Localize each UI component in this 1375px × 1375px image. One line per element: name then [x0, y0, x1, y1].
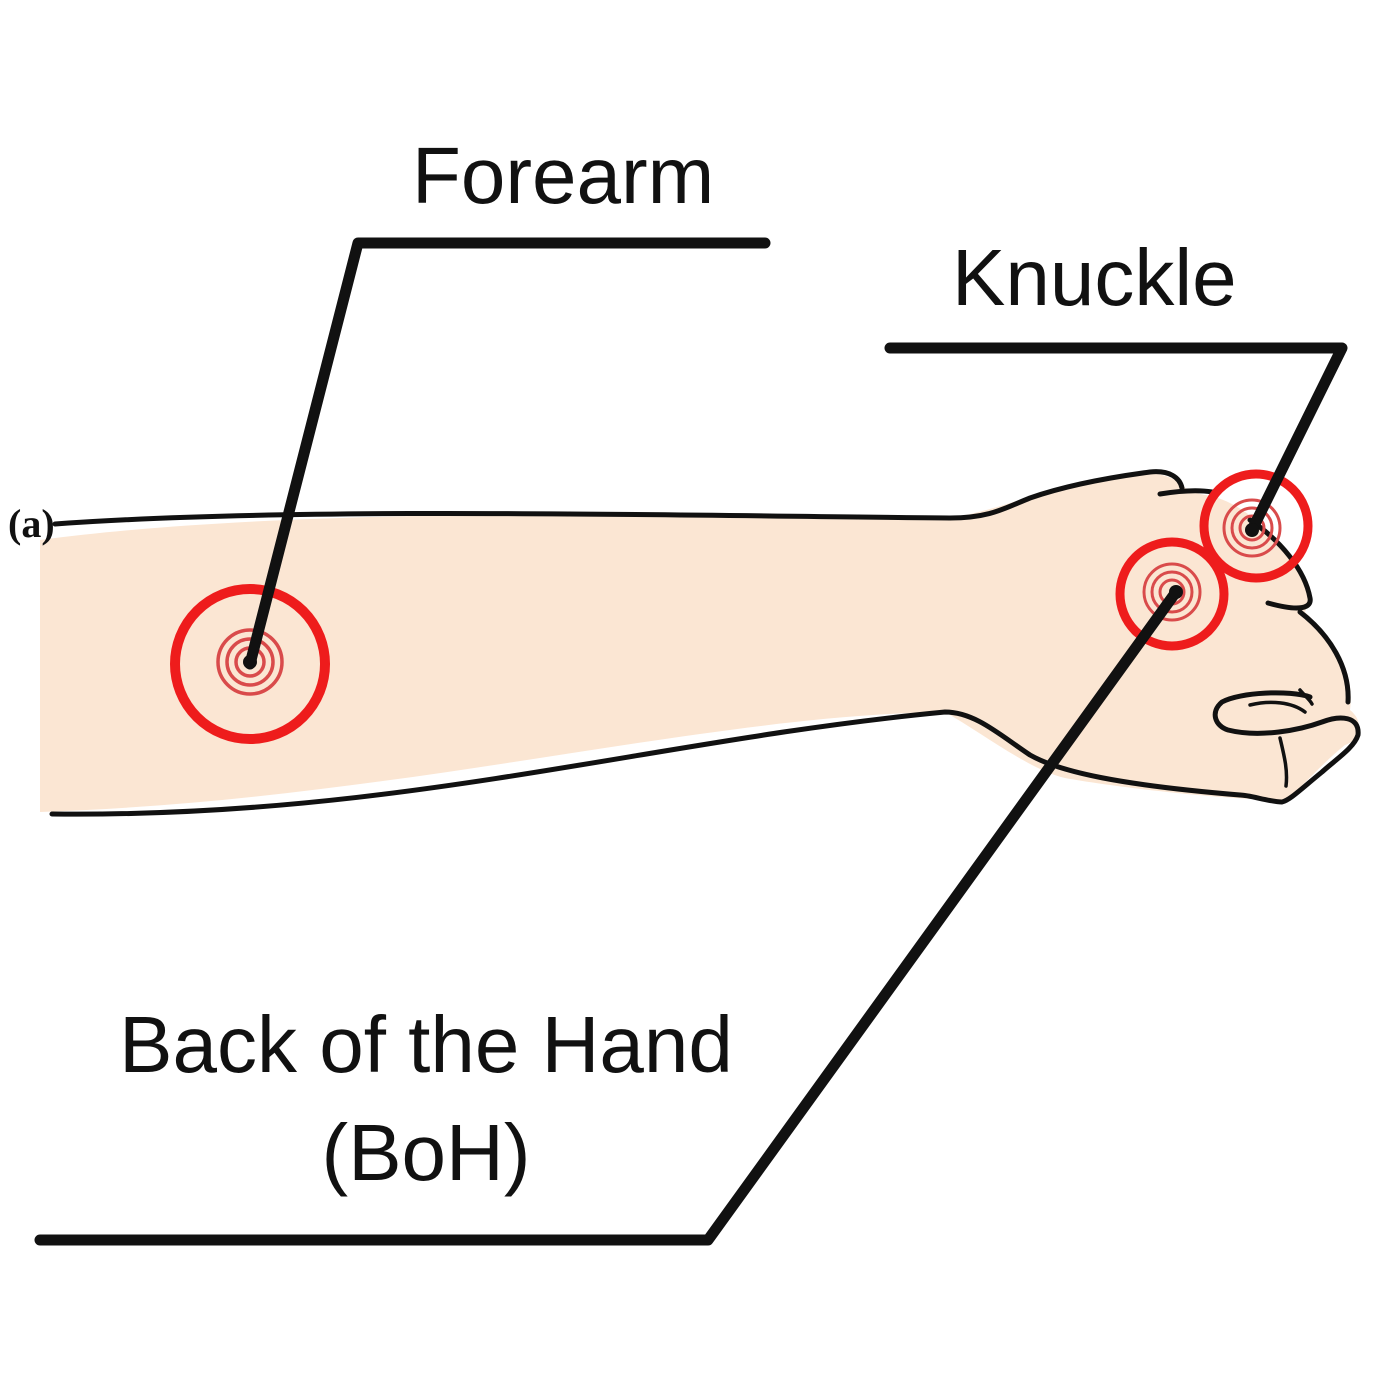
boh-leader-line: [34, 586, 1182, 1246]
boh-label-line2: (BoH): [322, 1108, 531, 1197]
fist-thumb-outline: [1212, 690, 1361, 805]
knuckle-target-ripple-3: [1238, 514, 1266, 542]
boh-leader-endpoint: [1169, 585, 1183, 599]
forearm-target-ripple-1: [216, 628, 284, 696]
knuckle-leader-line: [884, 342, 1348, 536]
fist-knuckle-outline: [1157, 488, 1351, 705]
forearm-leader-line: [244, 237, 771, 670]
boh-label-line1: Back of the Hand: [119, 1000, 733, 1089]
panel-label: (a): [8, 501, 55, 546]
arm-skin: [40, 472, 1360, 812]
arm-bottom-outline: [49, 709, 1243, 817]
forearm-target-marker: [170, 584, 330, 744]
leader-lines: [34, 237, 1348, 1246]
fist-thumbnail-detail: [1248, 688, 1314, 788]
knuckle-label: Knuckle: [952, 233, 1237, 322]
knuckle-target-ripple-2: [1230, 506, 1274, 550]
forearm-leader-endpoint: [243, 655, 257, 669]
knuckle-target-outer-ring: [1199, 469, 1313, 583]
knuckle-target-ripple-1: [1222, 498, 1282, 558]
knuckle-leader-endpoint: [1245, 523, 1259, 537]
arm-illustration: [40, 469, 1361, 817]
boh-target-ripple-2: [1150, 570, 1194, 614]
forearm-target-outer-ring: [170, 584, 330, 744]
boh-target-outer-ring: [1115, 537, 1229, 651]
arm-top-outline: [52, 469, 1185, 527]
boh-target-ripple-1: [1142, 562, 1202, 622]
knuckle-target-marker: [1199, 469, 1313, 583]
boh-target-marker: [1115, 537, 1229, 651]
forearm-label: Forearm: [412, 131, 714, 220]
forearm-target-ripple-2: [225, 637, 275, 687]
